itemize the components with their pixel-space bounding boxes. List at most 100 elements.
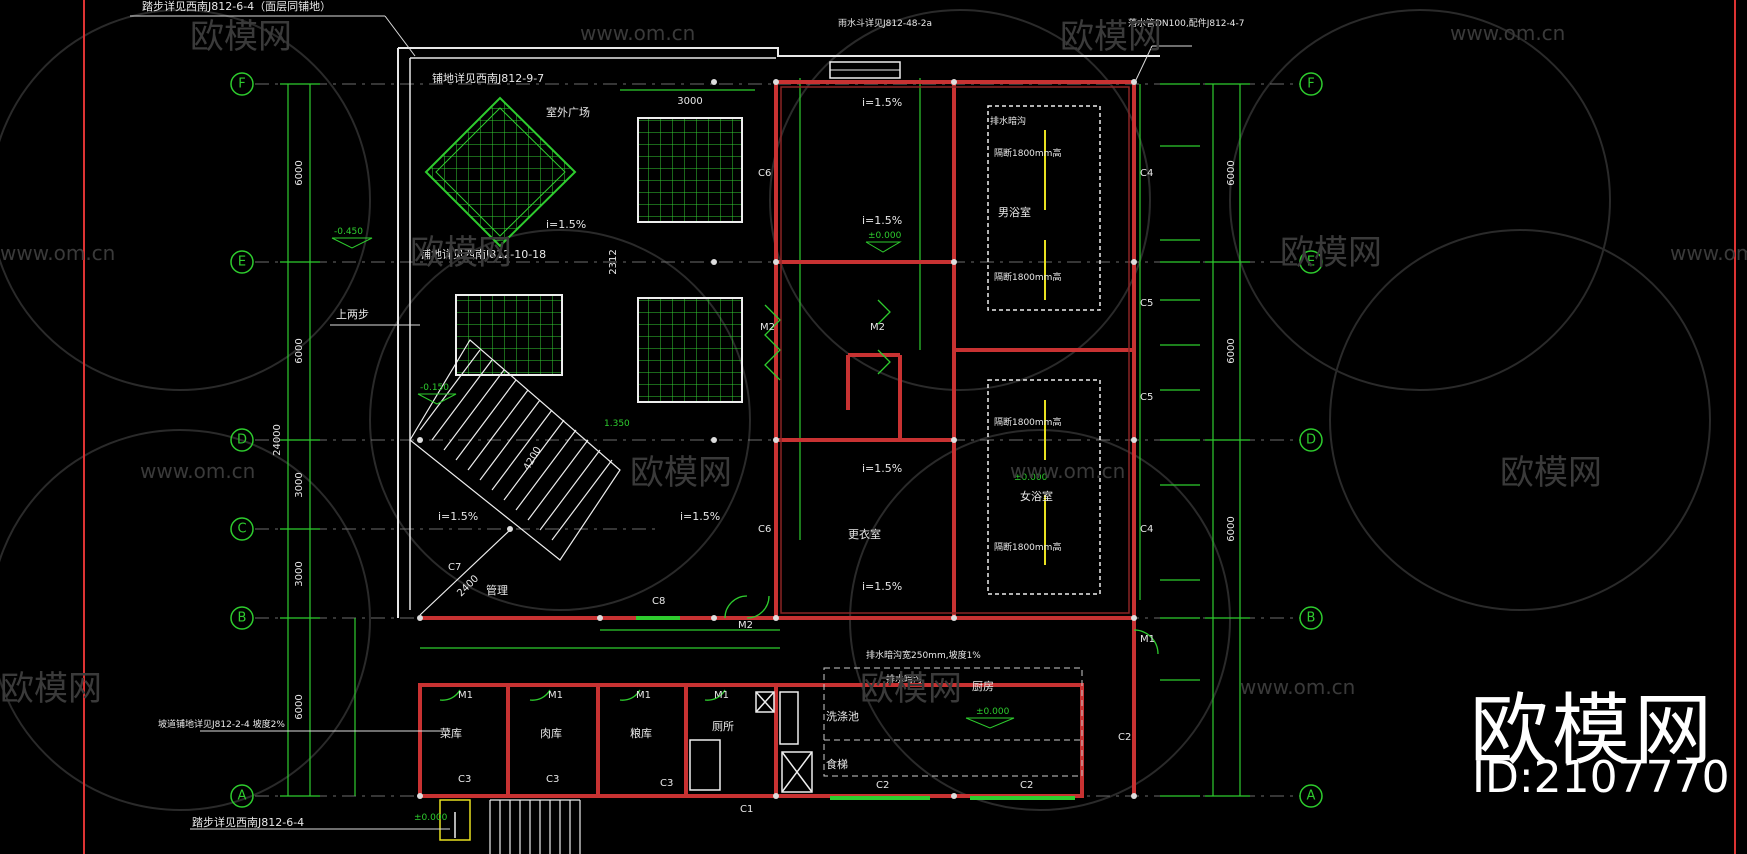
watermark-brand-8: 欧模网 [860,669,962,709]
label-meat-store: 肉库 [540,727,562,740]
note-top-step: 踏步详见西南J812-6-4（面层同铺地） [142,0,331,13]
axis-right-f: F [1307,77,1314,92]
label-grain-store: 粮库 [630,726,652,740]
axis-bubbles-left [230,72,254,808]
dim-left-2: 6000 [294,338,305,363]
label-men-bath: 男浴室 [998,205,1031,219]
tag-m2-3: M2 [760,322,775,333]
slope-4: i=1.5% [862,96,902,109]
dim-left-4: 3000 [294,561,305,586]
door-swings [439,299,1159,701]
elev-0-bottom: ±0.000 [414,813,448,823]
slope-3: i=1.5% [680,510,720,523]
note-paving-1: 铺地详见西南J812-9-7 [432,71,544,85]
watermark-brand-4: 欧模网 [1280,233,1382,273]
kitchen-zone [823,667,1083,777]
label-manage: 管理 [486,583,508,597]
tag-c3-1: C3 [458,774,471,785]
tag-c8: C8 [652,596,665,607]
bottom-stair [489,799,581,854]
tag-c4-1: C4 [1140,168,1153,179]
note-bottom-step: 踏步详见西南J812-6-4 [192,815,304,829]
watermark-site-2: www.om.cn [1450,21,1565,45]
dim-right-1: 6000 [1226,160,1237,185]
note-shower-4: 隔断1800mm高 [994,541,1061,553]
dim-left-total: 24000 [272,424,283,456]
note-shower-3: 隔断1800mm高 [994,416,1061,428]
tag-c6-2: C6 [758,524,771,535]
brand-logo-text: 欧模网 [1470,686,1717,776]
tag-m1-1: M1 [458,690,473,701]
elev-0-women: ±0.000 [1014,473,1048,483]
watermark-site-6: www.om.cn [1010,459,1125,483]
note-shower-1: 隔断1800mm高 [994,147,1061,159]
paving-diamond [424,96,577,248]
outer-wall [398,47,1160,57]
watermark-brand-7: 欧模网 [0,669,102,709]
label-dumbwaiter: 食梯 [826,757,848,771]
label-veg-store: 菜库 [440,727,462,740]
tag-m1-3: M1 [636,690,651,701]
slope-1: i=1.5% [546,218,586,231]
elev-m0450: -0.450 [334,227,363,237]
dim-left-3: 3000 [294,472,305,497]
slope-6: i=1.5% [862,462,902,475]
label-drain-kitchen: 排水暗沟 [886,673,922,685]
note-scupper: 落水管DN100,配件J812-4-7 [1128,17,1244,29]
watermark-circles [0,9,1711,811]
watermark-brand-1: 欧模网 [190,17,292,57]
dim-4200: 4200 [522,445,544,473]
shower-partitions [987,105,1101,595]
axis-right-e: E [1307,255,1315,270]
elev-0-locker: ±0.000 [868,231,902,241]
tag-c5-1: C5 [1140,298,1153,309]
tag-c2-1: C2 [876,780,889,791]
tag-c3-3: C3 [660,778,673,789]
watermark-brand-6: 欧模网 [1500,453,1602,493]
note-rain: 雨水斗详见J812-48-2a [838,17,932,29]
elev-1350: 1.350 [604,419,630,429]
label-kitchen: 厨房 [972,680,994,693]
tag-m1-4: M1 [714,690,729,701]
elev-0-kitchen: ±0.000 [976,707,1010,717]
dim-left-1: 6000 [294,160,305,185]
tag-c2-2: C2 [1020,780,1033,791]
label-toilet: 厕所 [712,720,734,733]
axis-bubbles-right [1299,72,1323,808]
tag-c1: C1 [740,804,753,815]
slope-7: i=1.5% [862,580,902,593]
dim-right-2: 6000 [1226,338,1237,363]
label-drain-men: 排水暗沟 [990,115,1026,127]
axis-left-c: C [237,522,246,537]
tag-m2-1: M2 [738,620,753,631]
note-ramp: 坡道铺地详见J812-2-4 坡度2% [158,718,285,730]
dim-left-5: 6000 [294,694,305,719]
tag-c4-2: C4 [1140,524,1153,535]
axis-left-e: E [238,255,246,270]
axis-right-a: A [1307,789,1316,804]
axis-right-d: D [1306,433,1316,448]
slope-5: i=1.5% [862,214,902,227]
dim-right-3: 6000 [1226,516,1237,541]
axis-left-a: A [238,789,247,804]
paving-square-1 [637,117,743,223]
elev-m0150: -0.150 [420,383,449,393]
watermark-site-3: www.om.cn [0,241,115,265]
tag-m1-2: M1 [548,690,563,701]
dim-2312: 2312 [608,249,619,274]
watermark-brand-5: 欧模网 [630,453,732,493]
tag-c6-1: C6 [758,168,771,179]
label-wash-pool: 洗涤池 [826,709,859,723]
dimension-lines [280,78,1250,797]
model-id-text: ID:2107770 [1472,752,1730,803]
tag-c7: C7 [448,562,461,573]
watermark-site-5: www.om.cn [140,459,255,483]
slope-2: i=1.5% [438,510,478,523]
diagonal-stair [409,339,621,616]
tag-m1-5: M1 [1140,634,1155,645]
note-kitchen-trench: 排水暗沟宽250mm,坡度1% [866,649,981,661]
paving-square-3 [455,294,563,376]
label-women-bath: 女浴室 [1020,489,1053,503]
